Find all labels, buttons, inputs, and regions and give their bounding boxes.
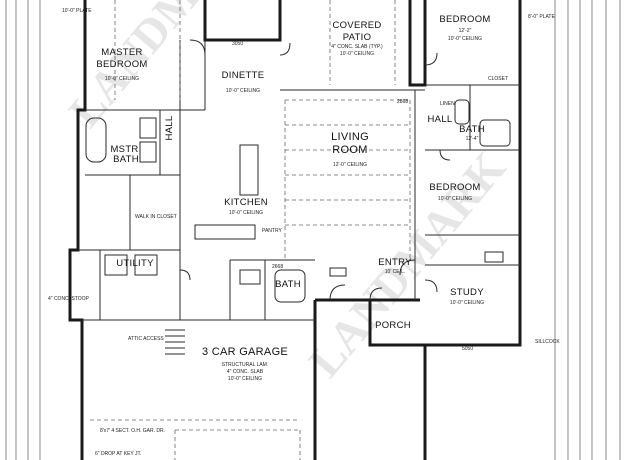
room-entry: ENTRY: [378, 257, 412, 268]
left-dimension-lines: [5, 0, 41, 460]
bedroom-upper-ceiling: 10'-0" CEILING: [448, 36, 482, 42]
room-mstr-bath-line1: MSTR.: [110, 144, 141, 155]
window-note-4: 2668: [272, 264, 283, 270]
window-note-3: 5050: [462, 346, 473, 352]
garage-door-note: 8'x7' 4 SECT. O.H. GAR. DR.: [100, 428, 165, 434]
room-dinette: DINETTE: [222, 70, 265, 81]
sillcock-note: SILLCOCK: [535, 339, 560, 345]
bedroom-mid-ceiling: 10'-0" CEILING: [438, 196, 472, 202]
room-porch: PORCH: [375, 320, 411, 331]
room-bedroom-mid: BEDROOM: [429, 182, 480, 193]
closet-note: CLOSET: [488, 76, 508, 82]
bath-right-size: 12'-4": [466, 136, 479, 142]
window-note-2: 2868: [397, 99, 408, 105]
room-garage: 3 CAR GARAGE: [202, 346, 288, 358]
room-hall-left: HALL: [164, 116, 175, 141]
attic-access-note: ATTIC ACCESS: [128, 336, 164, 342]
conc-stoop-note: 4" CONC. STOOP: [48, 296, 90, 302]
fixtures: [85, 99, 511, 355]
entry-ceiling: 10' CEIL.: [385, 269, 405, 275]
room-bath-mid: BATH: [275, 279, 301, 290]
plate-note-top: 10'-0" PLATE: [62, 8, 92, 14]
kitchen-ceiling: 10'-0" CEILING: [229, 210, 263, 216]
beam-lines: [90, 0, 411, 460]
interior-walls: [78, 40, 520, 321]
linen-note: LINEN: [440, 101, 455, 107]
room-master-bedroom-line2: BEDROOM: [96, 59, 147, 70]
room-bath-right: BATH: [459, 124, 485, 135]
window-note-1: 3050: [232, 41, 243, 47]
study-ceiling: 10'-0" CEILING: [450, 300, 484, 306]
right-dimension-lines: [554, 0, 621, 460]
covered-patio-note: 4" CONC. SLAB (TYP.): [331, 44, 383, 50]
room-covered-patio-line1: COVERED: [332, 20, 381, 31]
grade-note: 6" DROP AT KEY JT.: [95, 451, 141, 457]
room-mstr-bath-line2: BATH: [113, 154, 139, 165]
walk-in-closet-note: WALK IN CLOSET: [135, 214, 177, 220]
room-covered-patio-line2: PATIO: [343, 32, 372, 43]
plate-note-right: 8'-0" PLATE: [528, 14, 555, 20]
room-utility: UTILITY: [116, 258, 154, 269]
room-study: STUDY: [450, 287, 484, 298]
covered-patio-ceiling: 10'-0" CEILING: [340, 51, 374, 57]
garage-note-2: 4" CONC. SLAB: [227, 369, 264, 375]
living-room-ceiling: 12'-0" CEILING: [333, 162, 367, 168]
room-bedroom-upper: BEDROOM: [439, 14, 490, 25]
dinette-ceiling: 10'-0" CEILING: [226, 88, 260, 94]
room-kitchen: KITCHEN: [224, 197, 268, 208]
pantry-note: PANTRY: [262, 228, 282, 234]
room-living-line2: ROOM: [332, 144, 367, 156]
room-hall-right: HALL: [428, 114, 453, 125]
room-master-bedroom-line1: MASTER: [101, 47, 142, 58]
door-swings: [179, 39, 451, 301]
master-bedroom-ceiling: 10'-0" CEILING: [105, 76, 139, 82]
garage-ceiling: 10'-0" CEILING: [228, 376, 262, 382]
bedroom-upper-size: 12'-2": [459, 28, 472, 34]
garage-note-1: STRUCTURAL LAM.: [222, 362, 269, 368]
room-living-line1: LIVING: [331, 131, 369, 143]
exterior-walls: [68, 0, 522, 460]
